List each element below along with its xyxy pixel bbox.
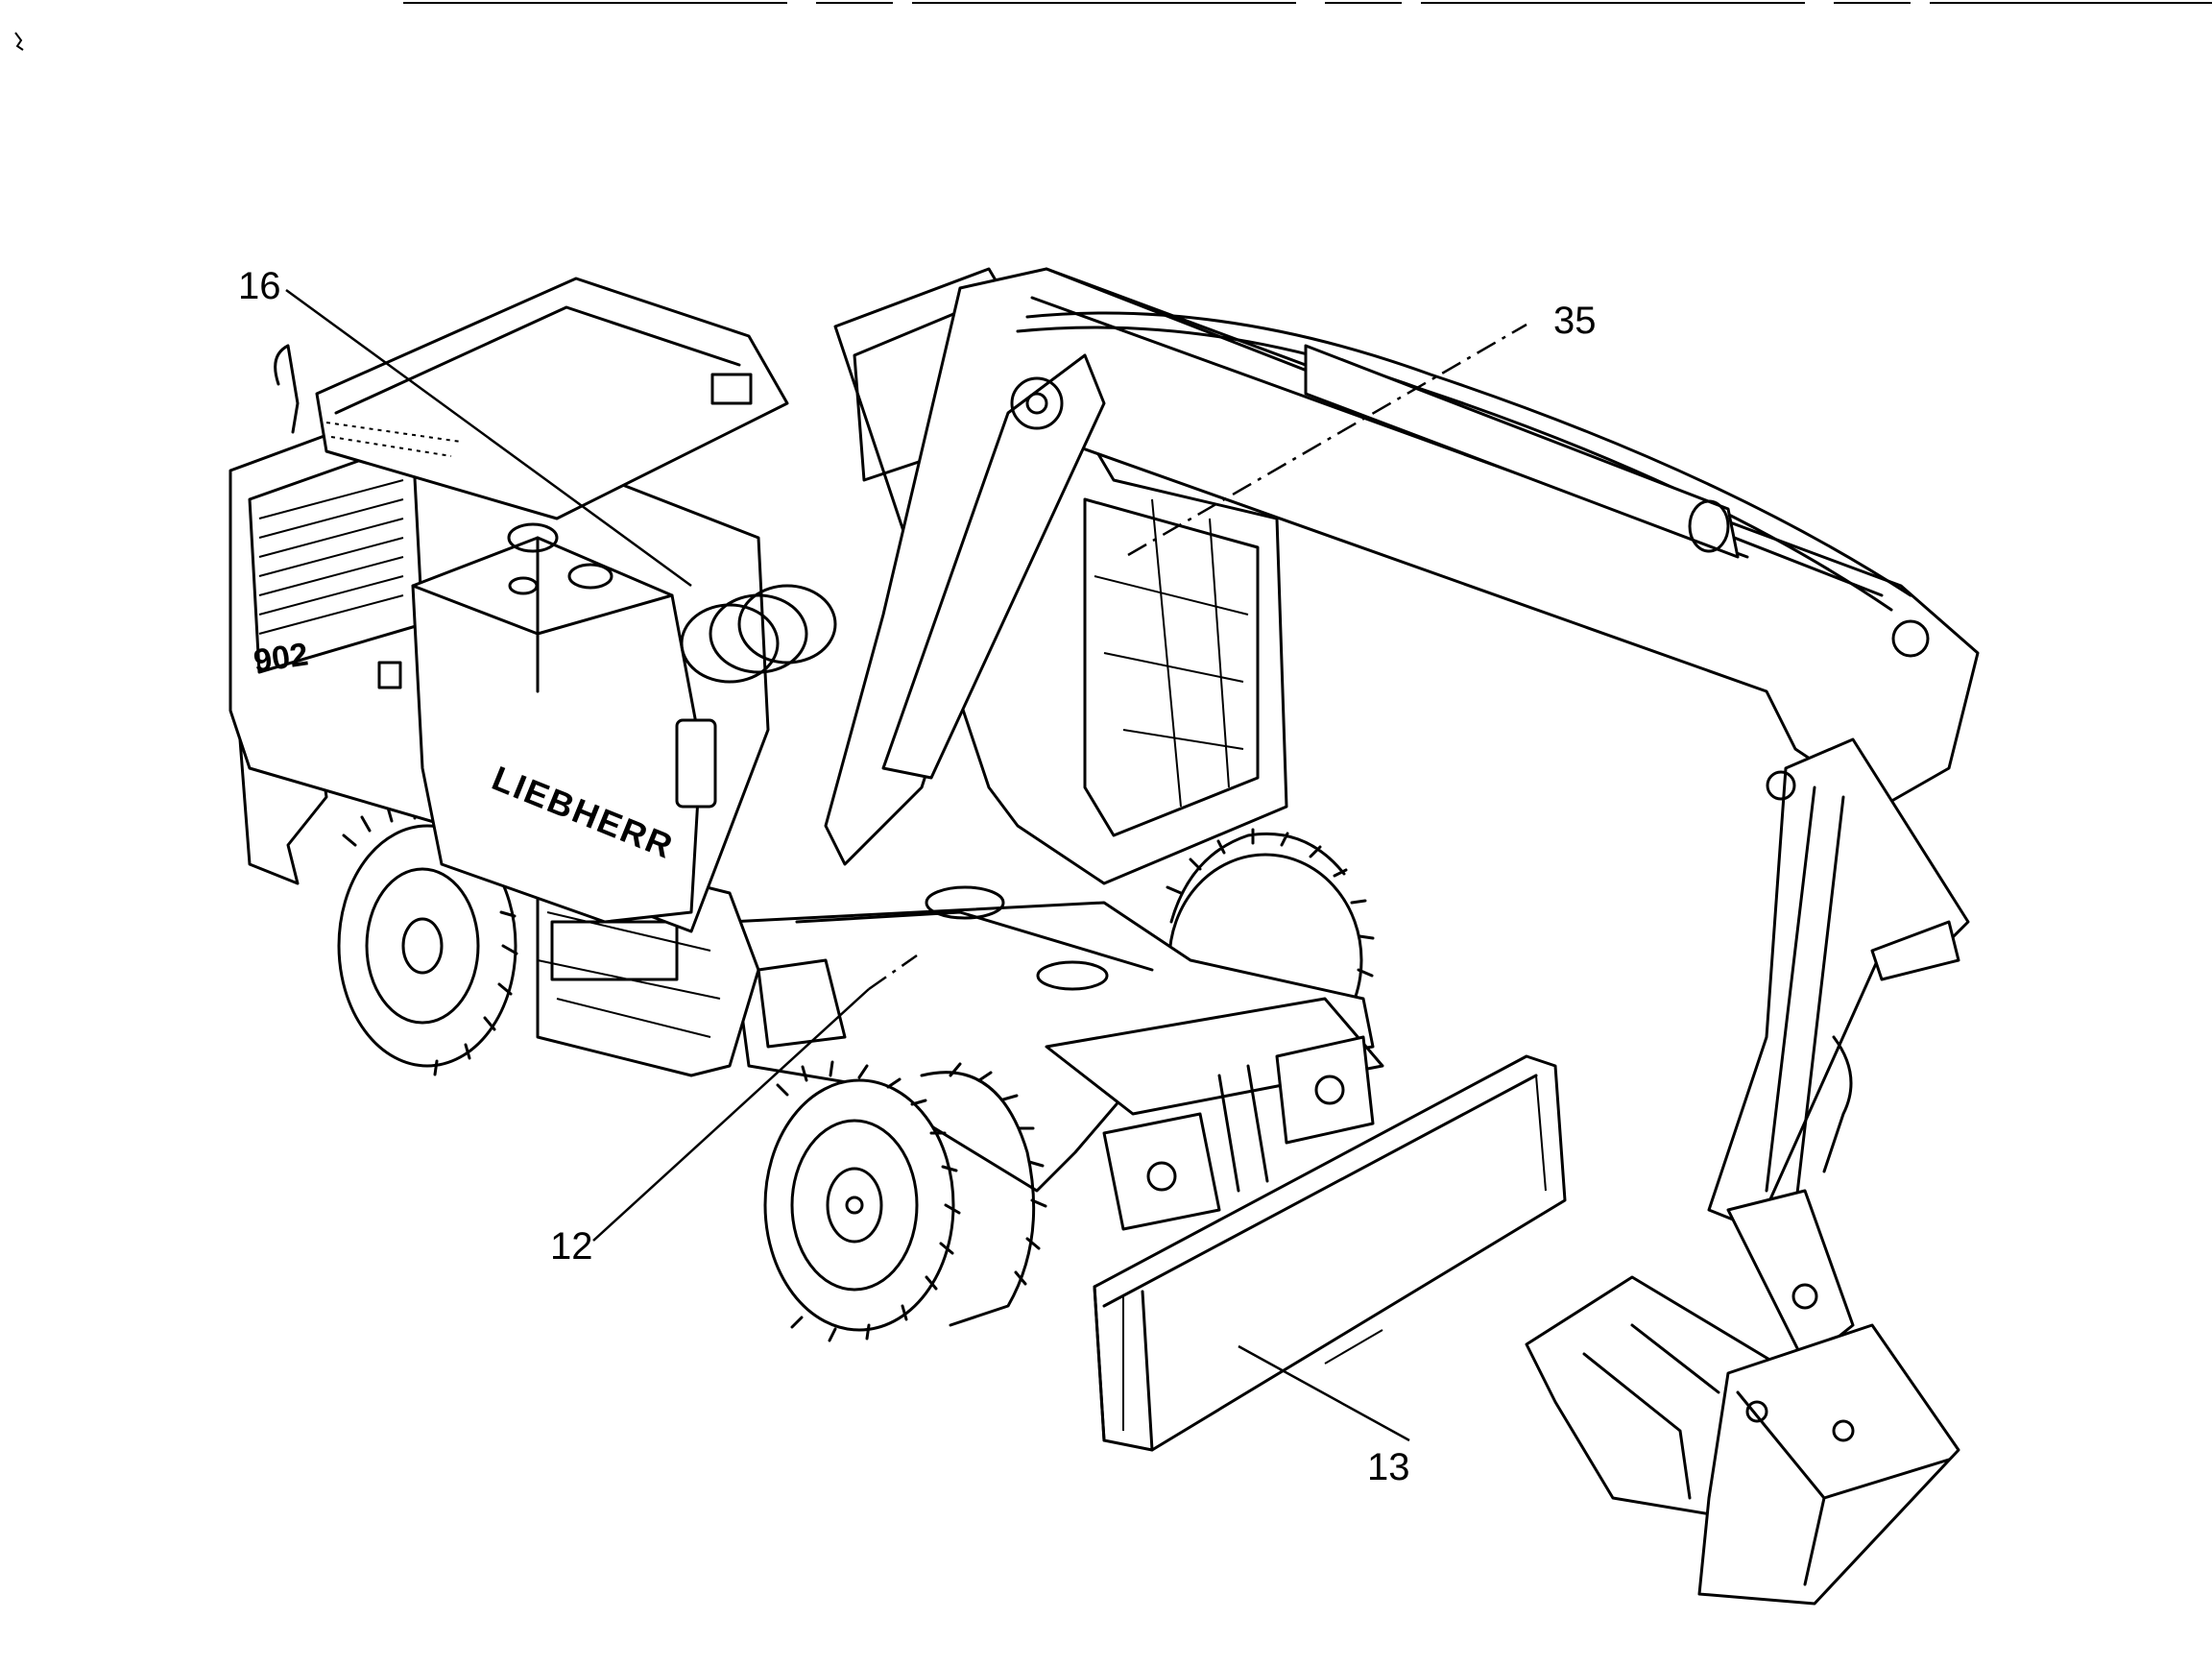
- front-axle-blade-mount: [1045, 997, 1384, 1231]
- leader-13: [1238, 1344, 1410, 1442]
- callout-label-35: 35: [1553, 300, 1597, 342]
- stick-arm: [1707, 737, 1970, 1231]
- callout-label-12: 12: [550, 1225, 593, 1268]
- dozer-blade: [1093, 1054, 1567, 1452]
- front-left-wheel: [763, 1060, 1047, 1342]
- clamshell-grab: [1525, 1189, 1960, 1606]
- main-boom: [824, 267, 1980, 866]
- rear-left-wheel: [337, 803, 518, 1076]
- chassis-slot-1: [925, 885, 1005, 920]
- upper-carriage: 902 LIEBHERR: [228, 277, 837, 933]
- center-line-12: [868, 954, 918, 991]
- scan-mark: [14, 32, 24, 51]
- chassis-slot-2: [1036, 960, 1109, 991]
- leader-12: [592, 988, 870, 1242]
- callout-label-13: 13: [1367, 1446, 1410, 1488]
- model-decal: 902: [252, 636, 310, 680]
- callout-label-16: 16: [238, 265, 281, 307]
- leader-16: [285, 288, 692, 588]
- center-line-35: [1127, 323, 1527, 557]
- hydraulic-hose-coil: [680, 584, 837, 684]
